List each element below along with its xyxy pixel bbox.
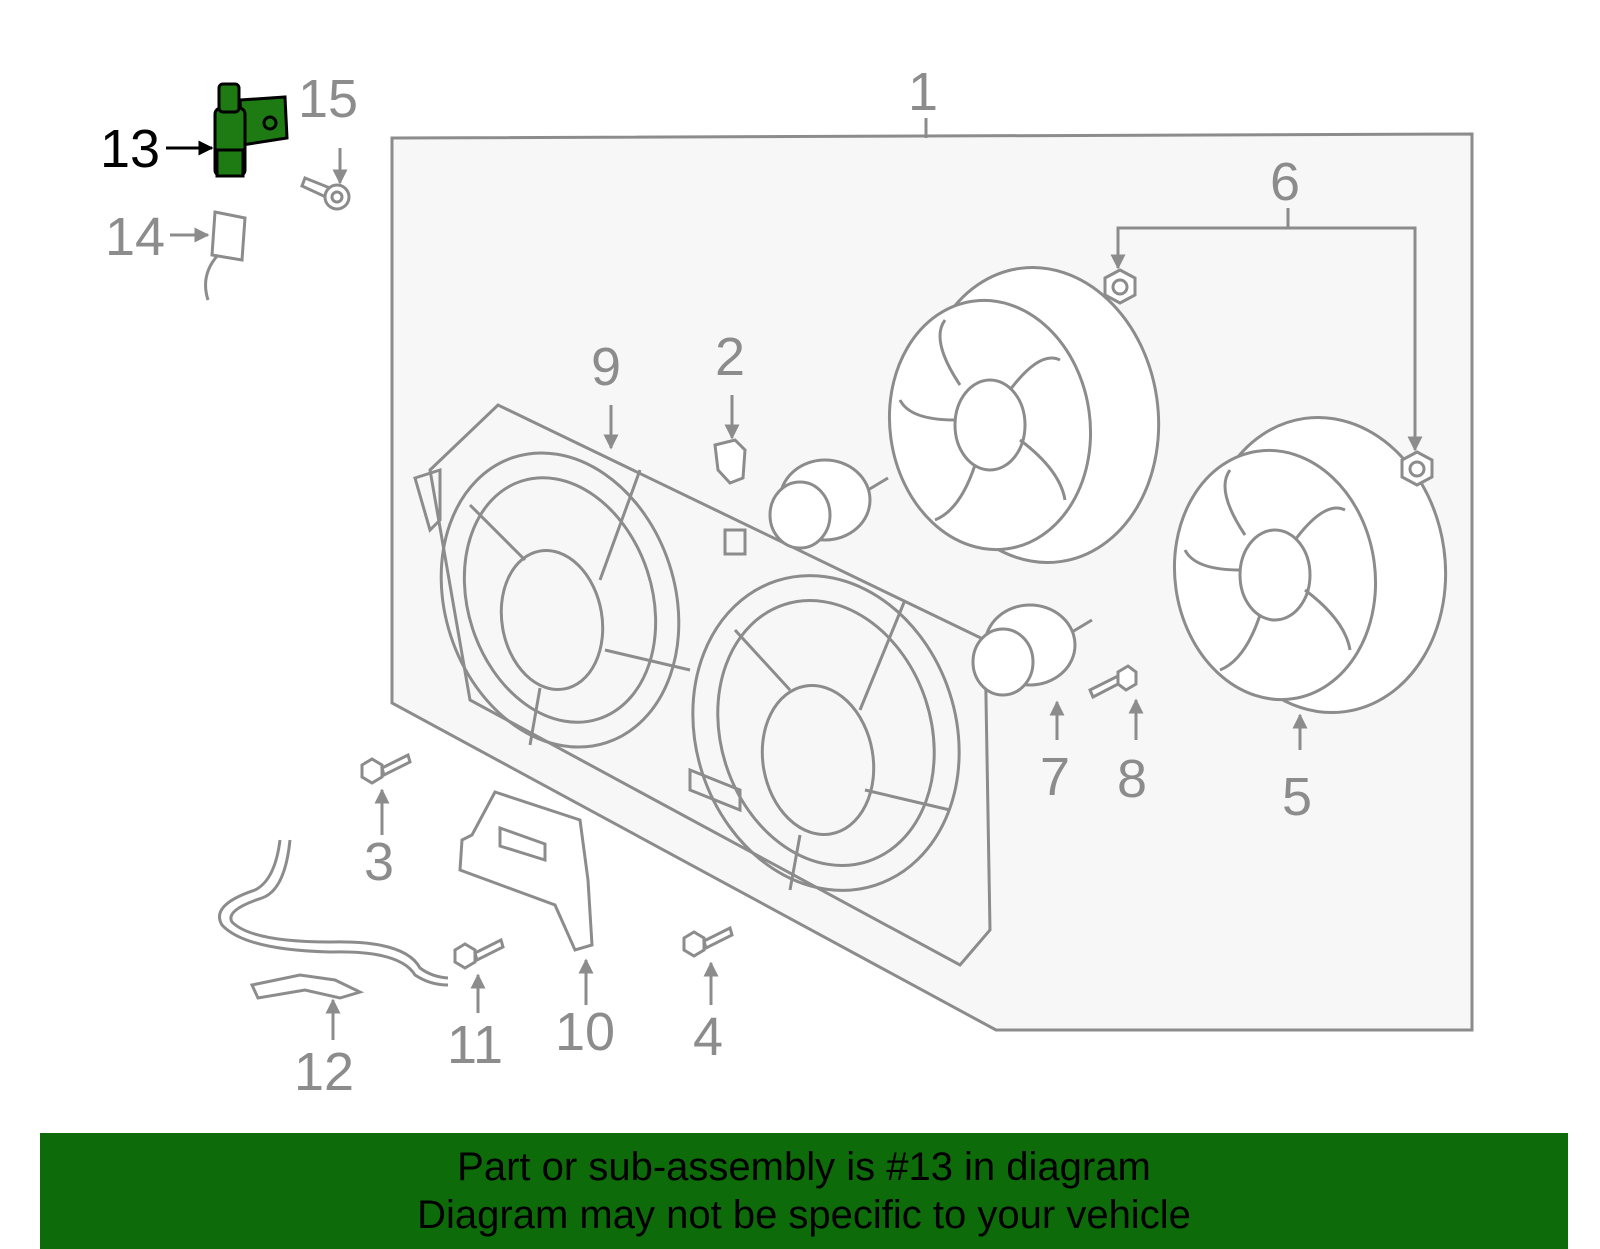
bolt-part-4 [682,925,734,958]
nut-part-6 [1103,268,1434,487]
callout-10: 10 [555,1002,615,1062]
callout-6: 6 [1270,152,1300,212]
fan-blade-lower [1172,415,1448,715]
bolt-part-8 [1088,664,1138,700]
fan-motor-upper [768,458,889,550]
fan-motor-lower [971,603,1093,697]
clip-part-2 [713,438,747,485]
callout-12: 12 [294,1042,354,1102]
callout-11: 11 [447,1015,503,1075]
leader-arrows [170,148,1308,1040]
callout-5: 5 [1282,767,1312,827]
screw-part-15 [300,176,351,211]
callout-9: 9 [591,337,621,397]
banner-line-1: Part or sub-assembly is #13 in diagram [457,1145,1151,1189]
callout-2: 2 [715,327,745,387]
banner-line-2: Diagram may not be specific to your vehi… [417,1193,1191,1237]
fan-blade-upper [887,266,1161,564]
callout-1: 1 [908,62,938,122]
assembly-panel [390,132,1474,1032]
callout-7: 7 [1040,747,1070,807]
module-part-10 [458,790,594,952]
info-banner: Part or sub-assembly is #13 in diagram D… [40,1133,1568,1249]
bolt-part-11 [453,937,505,970]
wire-harness-part-12 [218,839,449,1000]
callout-13: 13 [100,119,160,179]
bracket-part-14 [204,210,247,301]
callout-3: 3 [364,832,394,892]
callout-15: 15 [298,69,358,129]
sensor-part-13-highlighted [213,82,289,178]
bolt-part-3 [360,752,412,785]
callout-4: 4 [693,1007,723,1067]
fan-shroud [413,403,992,967]
parts-diagram: 1 2 3 4 5 6 7 8 9 10 11 12 13 14 15 [100,62,1474,1102]
callout-14: 14 [105,207,165,267]
callout-8: 8 [1117,749,1147,809]
